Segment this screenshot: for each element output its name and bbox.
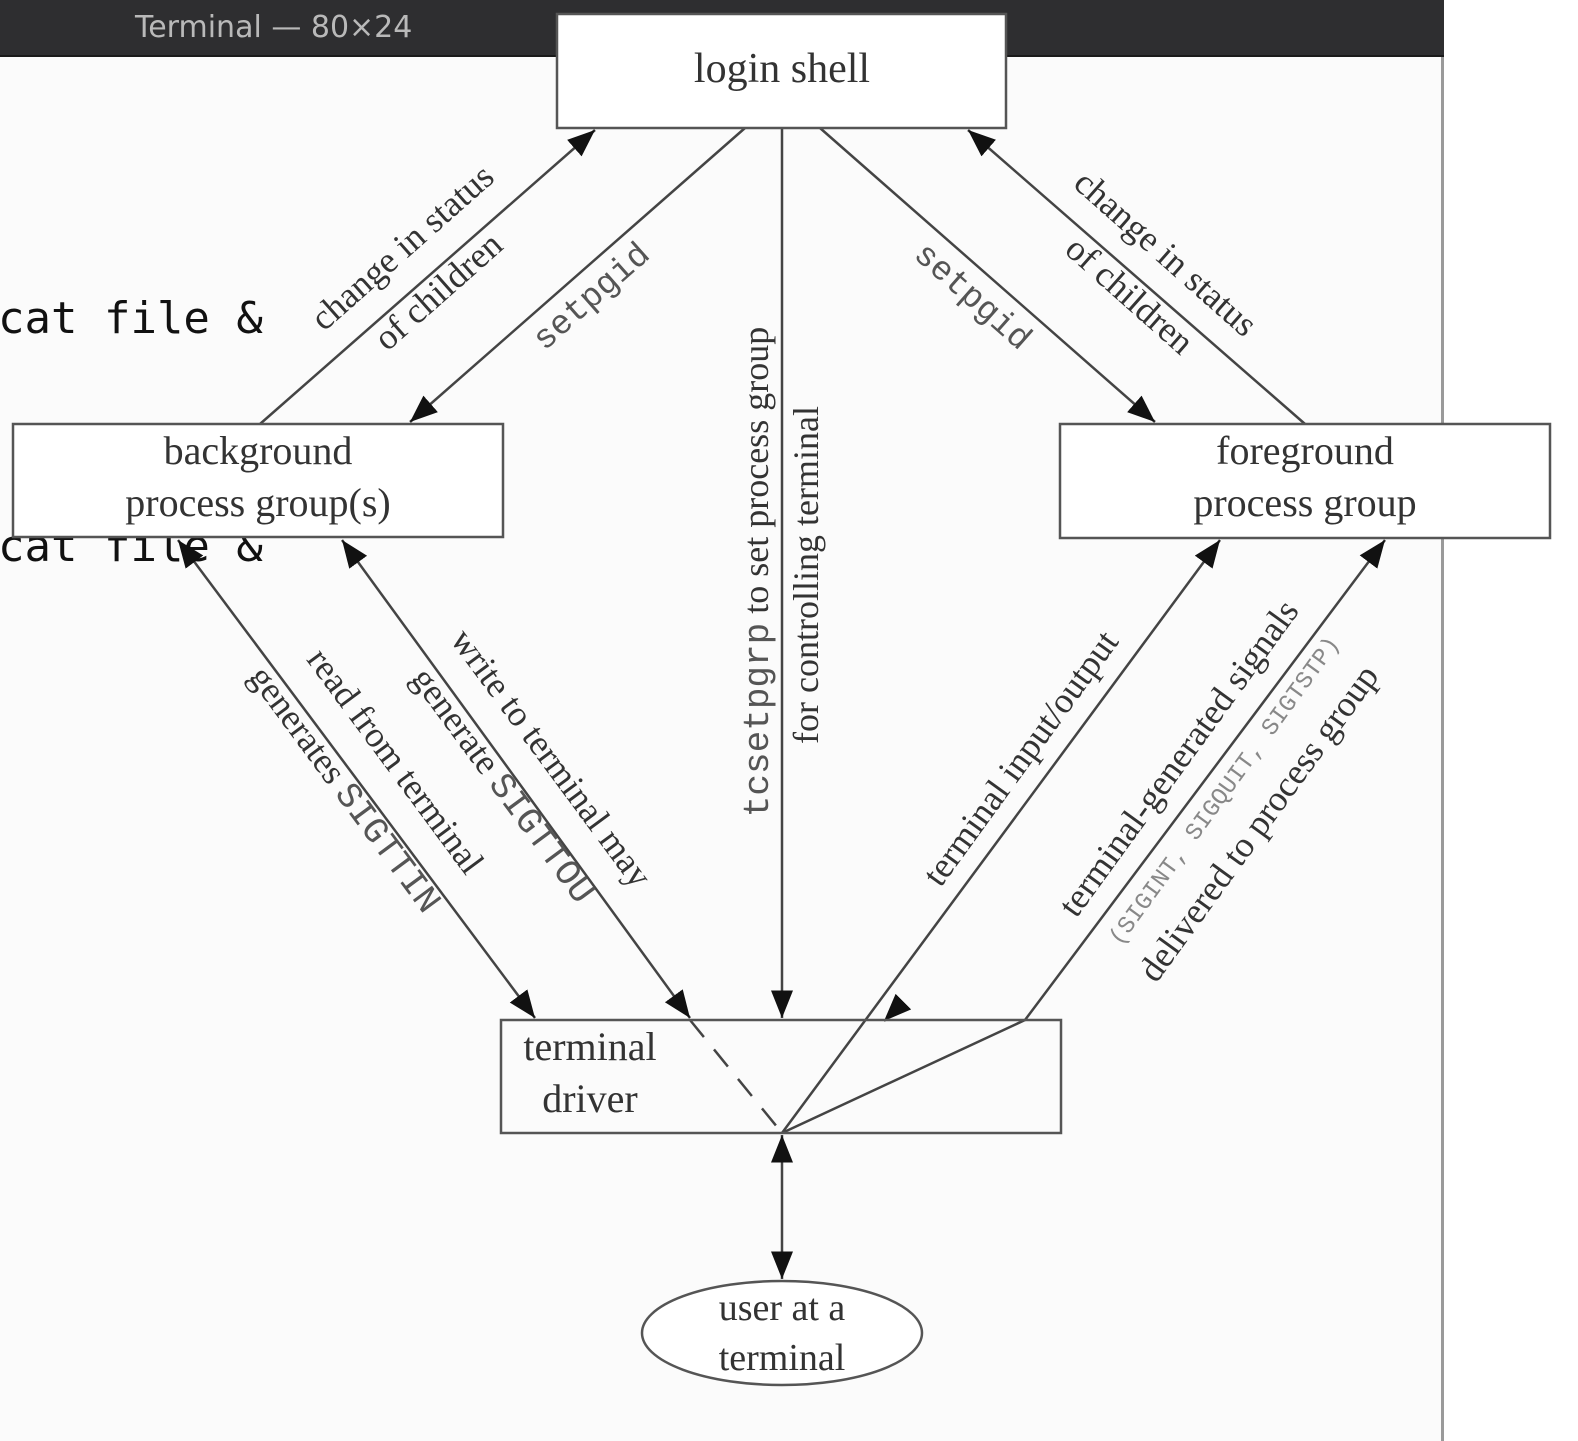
node-terminal-driver: terminal driver bbox=[499, 1018, 1063, 1135]
edge-fg-status bbox=[967, 129, 1306, 425]
foreground-label: process group bbox=[1193, 480, 1416, 525]
edge-write bbox=[340, 539, 692, 1019]
edge-write-dashed bbox=[689, 1019, 783, 1134]
user-label: user at a bbox=[719, 1287, 846, 1329]
edge-io bbox=[780, 539, 1222, 1134]
terminal-driver-label: terminal bbox=[523, 1024, 656, 1069]
edge-label: for controlling terminal bbox=[786, 406, 826, 744]
background-label: process group(s) bbox=[125, 480, 391, 525]
node-user-at-terminal: user at a terminal bbox=[640, 1279, 924, 1387]
desktop-background bbox=[1444, 0, 1578, 1441]
edge-fg-setpgid bbox=[819, 127, 1156, 423]
edge-label: setpgid bbox=[527, 236, 659, 359]
edge-label-text: to set process group bbox=[736, 327, 776, 623]
node-background-process-groups: background process group(s) bbox=[11, 422, 505, 539]
edge-label: tcsetpgrp to set process group bbox=[736, 327, 779, 817]
node-login-shell: login shell bbox=[555, 12, 1008, 130]
user-label: terminal bbox=[719, 1337, 846, 1379]
edge-label-cmd: tcsetpgrp bbox=[738, 623, 779, 817]
terminal-driver-label: driver bbox=[542, 1076, 638, 1121]
node-foreground-process-group: foreground process group bbox=[1058, 422, 1552, 540]
window-title: Terminal — 80×24 bbox=[135, 10, 413, 45]
background-label: background bbox=[164, 428, 353, 473]
foreground-label: foreground bbox=[1216, 428, 1394, 473]
login-shell-label: login shell bbox=[694, 46, 870, 92]
edge-bg-status bbox=[259, 129, 596, 425]
edge-bg-setpgid bbox=[409, 127, 746, 423]
terminal-line: cat file & bbox=[0, 293, 263, 344]
edge-label: setpgid bbox=[905, 236, 1037, 359]
